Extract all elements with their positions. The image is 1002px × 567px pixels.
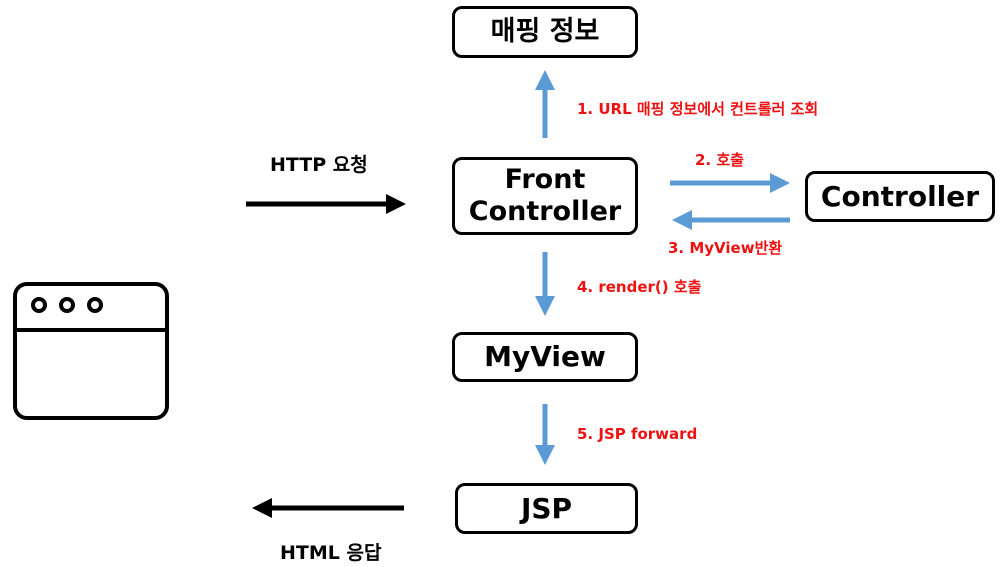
window-dot-icon <box>31 297 47 313</box>
http-request-label: HTTP 요청 <box>270 154 368 176</box>
step3-label: 3. MyView반환 <box>668 239 783 257</box>
controller-box: Controller <box>805 171 995 222</box>
front-controller-label-line1: Front <box>504 163 586 195</box>
controller-label: Controller <box>820 179 980 213</box>
window-dot-icon <box>59 297 75 313</box>
front-controller-label-line2: Controller <box>468 196 622 227</box>
step2-label: 2. 호출 <box>695 151 744 169</box>
mapping-info-label: 매핑 정보 <box>490 15 600 47</box>
jsp-box: JSP <box>455 483 638 534</box>
browser-window-icon <box>13 282 169 420</box>
myview-label: MyView <box>484 340 606 374</box>
step5-label: 5. JSP forward <box>577 425 698 443</box>
jsp-label: JSP <box>520 491 573 525</box>
step1-label: 1. URL 매핑 정보에서 컨트롤러 조회 <box>577 100 819 118</box>
mapping-info-box: 매핑 정보 <box>452 6 638 58</box>
window-dot-icon <box>87 297 103 313</box>
title-bar-divider <box>17 328 165 332</box>
myview-box: MyView <box>452 332 638 382</box>
step4-label: 4. render() 호출 <box>577 278 702 296</box>
front-controller-box: Front Controller <box>452 157 638 235</box>
html-response-label: HTML 응답 <box>280 542 382 564</box>
